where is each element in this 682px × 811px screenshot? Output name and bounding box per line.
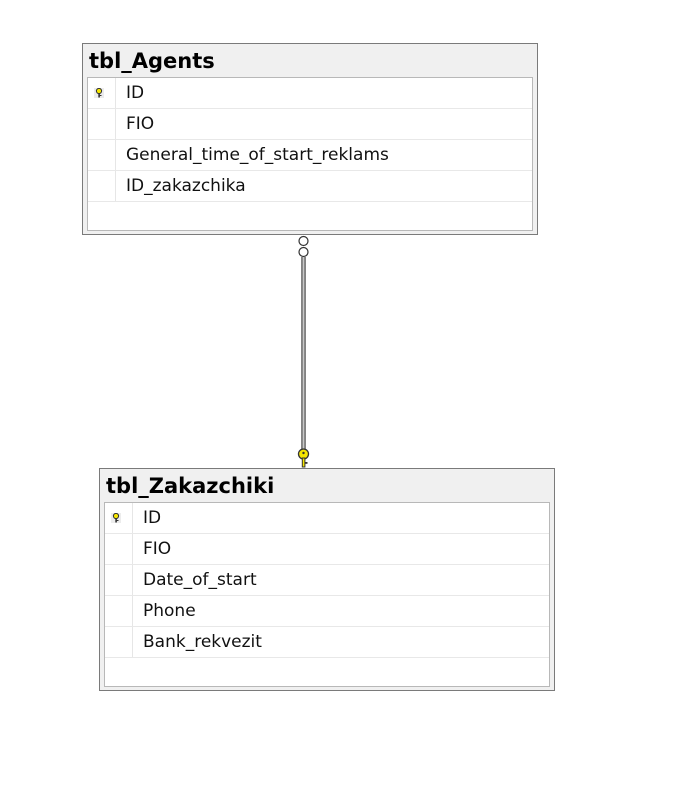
column-name: General_time_of_start_reklams [126, 145, 389, 165]
column-name: FIO [126, 114, 155, 134]
table-title: tbl_Agents [89, 49, 215, 73]
row-selector[interactable] [105, 534, 133, 564]
table-tbl-zakazchiki[interactable]: tbl_Zakazchiki ID FIO Date_of_start Phon… [99, 468, 555, 691]
column-grid: ID FIO General_time_of_start_reklams ID_… [87, 77, 533, 231]
column-row[interactable]: General_time_of_start_reklams [88, 140, 532, 171]
column-row[interactable]: FIO [88, 109, 532, 140]
table-tbl-agents[interactable]: tbl_Agents ID FIO General_time_of_start_… [82, 43, 538, 235]
new-column-row[interactable] [105, 658, 549, 687]
column-grid: ID FIO Date_of_start Phone Bank_rekvezit [104, 502, 550, 687]
primary-key-icon [111, 513, 121, 523]
table-title: tbl_Zakazchiki [106, 474, 275, 498]
column-row[interactable]: ID_zakazchika [88, 171, 532, 202]
column-name: ID [126, 83, 145, 103]
column-row[interactable]: FIO [105, 534, 549, 565]
column-name: Date_of_start [143, 570, 257, 590]
primary-key-icon [94, 88, 104, 98]
one-end-key-icon [297, 448, 310, 468]
column-name: ID [143, 508, 162, 528]
row-selector[interactable] [88, 109, 116, 139]
row-selector[interactable] [88, 171, 116, 201]
column-row[interactable]: Bank_rekvezit [105, 627, 549, 658]
row-selector[interactable] [105, 596, 133, 626]
row-selector[interactable] [88, 78, 116, 108]
column-name: ID_zakazchika [126, 176, 246, 196]
column-row[interactable]: Phone [105, 596, 549, 627]
row-selector[interactable] [88, 140, 116, 170]
column-name: Phone [143, 601, 196, 621]
many-end-infinity-icon [298, 235, 309, 258]
column-row[interactable]: ID [105, 503, 549, 534]
row-selector[interactable] [105, 503, 133, 533]
row-selector[interactable] [105, 627, 133, 657]
column-row[interactable]: Date_of_start [105, 565, 549, 596]
row-selector[interactable] [105, 565, 133, 595]
column-row[interactable]: ID [88, 78, 532, 109]
column-name: Bank_rekvezit [143, 632, 262, 652]
column-name: FIO [143, 539, 172, 559]
